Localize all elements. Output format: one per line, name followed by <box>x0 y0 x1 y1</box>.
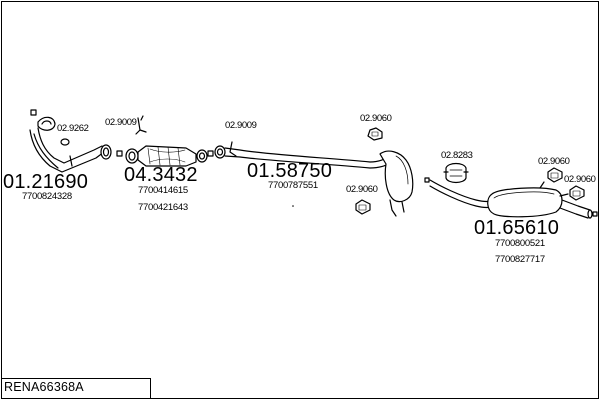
accessory-ref[interactable]: 02.9060 <box>538 156 570 167</box>
part-number-catalytic-converter[interactable]: 04.3432 <box>124 164 198 186</box>
accessory-ref[interactable]: 02.9060 <box>564 174 596 185</box>
oe-number: 7700421643 <box>138 202 188 213</box>
oe-number: 7700827717 <box>495 254 545 265</box>
clamp-icon[interactable] <box>443 162 469 184</box>
clamp-ring-icon[interactable] <box>60 138 70 146</box>
title-box <box>2 378 151 398</box>
oe-number: 7700414615 <box>138 185 188 196</box>
accessory-ref[interactable]: 02.8283 <box>441 150 473 161</box>
accessory-ref[interactable]: 02.9262 <box>57 123 89 134</box>
accessory-ref[interactable]: 02.9009 <box>225 120 257 131</box>
front-pipe-part[interactable] <box>29 109 112 173</box>
accessory-ref[interactable]: 02.9060 <box>346 184 378 195</box>
intermediate-pipe-part[interactable] <box>214 145 414 217</box>
oe-number: 7700824328 <box>22 191 72 202</box>
part-number-front-pipe[interactable]: 01.21690 <box>3 171 89 193</box>
rubber-mount-icon[interactable] <box>355 199 371 215</box>
rubber-mount-icon[interactable] <box>569 185 585 201</box>
part-number-rear-silencer[interactable]: 01.65610 <box>474 217 560 239</box>
gasket-icon[interactable] <box>135 115 147 135</box>
oe-number: 7700787551 <box>268 180 318 191</box>
part-number-intermediate-pipe[interactable]: 01.58750 <box>247 160 333 182</box>
accessory-ref[interactable]: 02.9009 <box>105 117 137 128</box>
oe-number: 7700800521 <box>495 238 545 249</box>
diagram-title: RENA66368A <box>4 380 84 394</box>
rubber-mount-icon[interactable] <box>367 127 383 141</box>
gasket-icon[interactable] <box>229 141 237 157</box>
rubber-mount-icon[interactable] <box>547 167 563 183</box>
catalytic-converter-part[interactable] <box>116 145 214 167</box>
rear-silencer-part[interactable] <box>424 177 598 219</box>
accessory-ref[interactable]: 02.9060 <box>360 113 392 124</box>
